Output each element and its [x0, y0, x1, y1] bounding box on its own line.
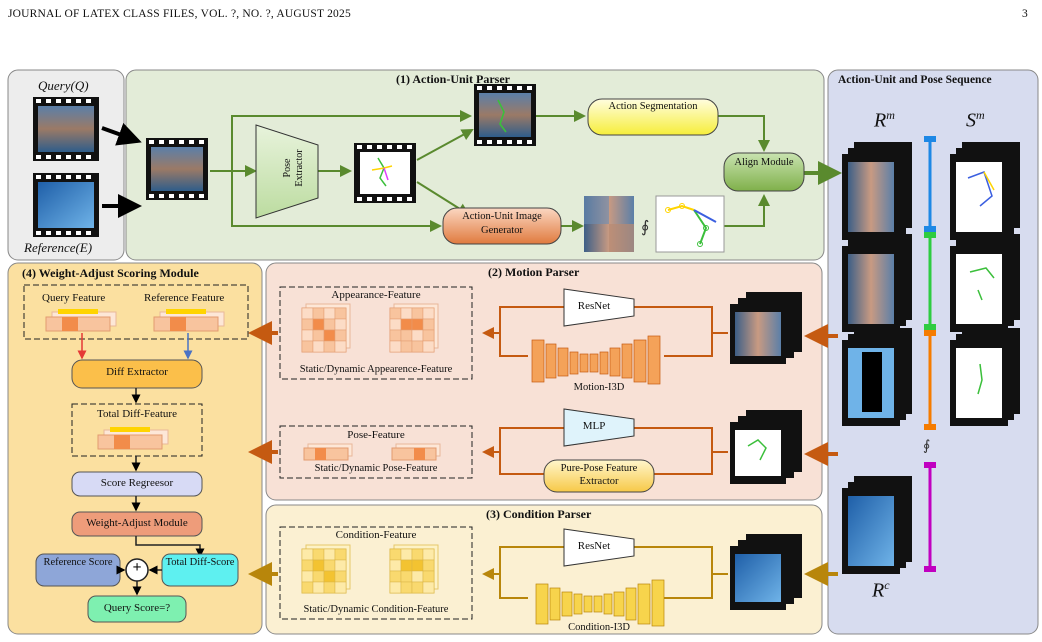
parser1-input-frame — [146, 138, 208, 200]
action-segmentation-label: Action Segmentation — [608, 101, 698, 112]
rm-label: Rm — [874, 108, 895, 132]
condition-i3d-label: Condition-I3D — [568, 622, 630, 633]
rc-stack — [842, 476, 912, 574]
journal-header: JOURNAL OF LATEX CLASS FILES, VOL. ?, NO… — [8, 8, 351, 20]
reference-label: Reference(E) — [24, 240, 93, 255]
action-unit-image-patches — [584, 196, 634, 252]
pose-frame — [354, 143, 416, 203]
condition-feature-label: Condition-Feature — [335, 529, 417, 541]
pose-extractor-block — [255, 124, 319, 219]
query-video-thumbnail — [33, 97, 99, 161]
diff-extractor-block — [71, 359, 203, 389]
segment-bar-magenta — [924, 462, 936, 572]
condition-i3d-block — [535, 579, 665, 627]
mlp-label: MLP — [582, 420, 606, 432]
appearance-feature-box — [279, 286, 473, 380]
diff-extractor-label: Diff Extractor — [106, 366, 168, 378]
condition-input-stack — [730, 534, 802, 610]
align-module-label: Align Module — [734, 157, 794, 168]
pose-feature-box — [279, 425, 473, 479]
pose-caption: Static/Dynamic Pose-Feature — [314, 463, 438, 474]
au-image-generator-label: Action-Unit Image Generator — [462, 211, 542, 236]
query-score-label: Query Score=? — [103, 602, 171, 614]
query-feature-bars — [45, 309, 117, 332]
total-diff-feature-label: Total Diff-Feature — [97, 408, 177, 420]
action-segmentation-block — [587, 98, 719, 136]
motion-input-stack — [730, 292, 802, 364]
resnet-condition-block — [563, 528, 635, 567]
mlp-block — [563, 408, 635, 447]
resnet-motion-label: ResNet — [577, 300, 611, 312]
rm-stack-1 — [842, 142, 912, 240]
parser1-title: (1) Action-Unit Parser — [396, 72, 510, 86]
pure-pose-extractor-block — [543, 459, 655, 493]
appearance-grid-static — [301, 303, 351, 353]
rm-stack-2 — [842, 234, 912, 332]
weight-adjust-block — [71, 511, 203, 537]
condition-grid-dynamic — [389, 544, 439, 594]
rc-label: Rc — [872, 578, 890, 602]
parser3-title: (3) Condition Parser — [486, 507, 592, 521]
weight-adjust-label: Weight-Adjust Module — [86, 517, 188, 529]
segment-bar-orange — [924, 330, 936, 430]
link-icon: ∮ — [641, 219, 649, 236]
condition-feature-box — [279, 526, 473, 620]
action-unit-pose-image — [655, 195, 725, 253]
segment-bar-green — [924, 232, 936, 330]
condition-caption: Static/Dynamic Condition-Feature — [303, 604, 449, 615]
sm-stack-3 — [950, 328, 1020, 426]
au-image-generator-block — [442, 207, 562, 245]
sm-stack-2 — [950, 234, 1020, 332]
total-diff-feature-bars — [97, 427, 169, 450]
sequence-link-icon: ∮ — [923, 439, 930, 454]
total-diff-feature-box — [71, 403, 203, 457]
pure-pose-extractor-label: Pure-Pose Feature Extractor — [560, 463, 638, 487]
pose-feature-dynamic — [391, 443, 441, 461]
parser2-title: (2) Motion Parser — [488, 265, 580, 279]
query-label: Query(Q) — [38, 78, 89, 93]
sm-stack-1 — [950, 142, 1020, 240]
pose-feature-label: Pose-Feature — [347, 429, 405, 441]
score-regressor-block — [71, 471, 203, 497]
query-feature-label: Query Feature — [42, 292, 106, 304]
appearance-caption: Static/Dynamic Appearence-Feature — [299, 364, 453, 375]
plus-label: + — [132, 559, 142, 576]
motion-i3d-block — [531, 335, 661, 385]
score-regressor-label: Score Regreesor — [100, 477, 174, 489]
align-module-block — [723, 152, 805, 192]
module4-title: (4) Weight-Adjust Scoring Module — [22, 266, 199, 280]
appearance-grid-dynamic — [389, 303, 439, 353]
reference-score-label: Reference Score — [43, 557, 113, 568]
reference-video-thumbnail — [33, 173, 99, 237]
sm-label: Sm — [966, 108, 985, 132]
appearance-feature-label: Appearance-Feature — [331, 289, 421, 301]
condition-grid-static — [301, 544, 351, 594]
rm-stack-3 — [842, 328, 912, 426]
page-number: 3 — [1022, 8, 1028, 20]
reference-feature-label: Reference Feature — [144, 292, 225, 304]
motion-i3d-label: Motion-I3D — [573, 382, 625, 393]
reference-feature-bars — [153, 309, 225, 332]
pose-overlay-frame — [474, 84, 536, 146]
sequence-title: Action-Unit and Pose Sequence — [838, 74, 992, 86]
resnet-motion-block — [563, 288, 635, 327]
resnet-condition-label: ResNet — [577, 540, 611, 552]
total-diff-score-label: Total Diff-Score — [165, 557, 235, 568]
segment-bar-blue — [924, 136, 936, 232]
pose-feature-static — [303, 443, 353, 461]
query-score-block — [87, 595, 187, 623]
feature-pair-box — [23, 284, 249, 340]
pose-extractor-label: Pose Extractor — [282, 149, 305, 187]
pose-input-stack — [730, 410, 802, 484]
